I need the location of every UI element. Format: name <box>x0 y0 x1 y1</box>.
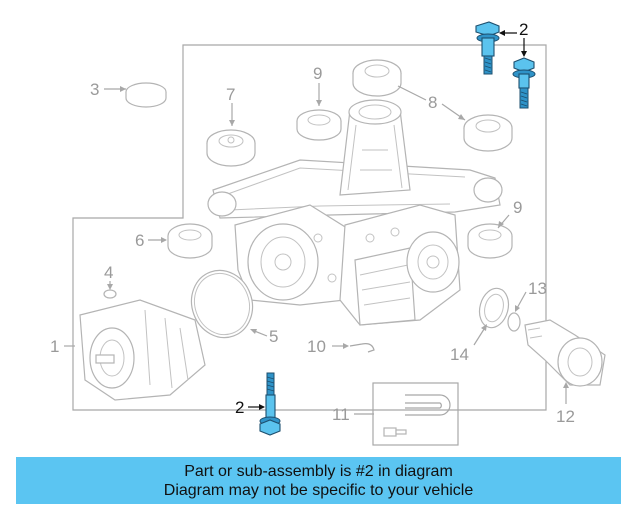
callout-11: 11 <box>332 405 350 424</box>
callout-2-bottom: 2 <box>235 398 244 417</box>
banner-line-disclaimer: Diagram may not be specific to your vehi… <box>163 481 474 499</box>
part-6-mount <box>167 223 213 259</box>
banner-line-part-number: Part or sub-assembly is #2 in diagram <box>184 462 453 480</box>
callout-12: 12 <box>556 407 575 426</box>
callout-9-right: 9 <box>513 198 522 217</box>
part-11-ubolt-kit <box>372 382 459 446</box>
part-3-washer <box>125 82 167 108</box>
differential-housing <box>207 99 503 326</box>
callout-10: 10 <box>307 337 326 356</box>
assembly-outline <box>72 44 547 411</box>
part-8-mount-right <box>463 114 513 152</box>
callout-3: 3 <box>90 80 99 99</box>
part-4-coupling-unit <box>79 289 206 401</box>
part-14-seal <box>478 287 510 329</box>
part-12-flange <box>524 319 606 387</box>
callout-8: 8 <box>428 93 437 112</box>
callout-9-top: 9 <box>313 64 322 83</box>
part-13-oring <box>507 312 521 332</box>
parts-diagram: 1 2 2 3 4 5 6 7 8 9 9 10 11 12 13 14 <box>50 20 606 446</box>
callout-1: 1 <box>50 337 59 356</box>
part-2-bolt-bottom <box>259 372 281 436</box>
part-10-clip <box>349 343 375 353</box>
callout-2-top: 2 <box>519 20 528 39</box>
callout-14: 14 <box>450 345 469 364</box>
callout-6: 6 <box>135 231 144 250</box>
part-9-mount-top <box>296 109 342 141</box>
part-2-bolt-top-left <box>475 21 500 75</box>
part-9-mount-right <box>467 223 513 259</box>
info-banner: Part or sub-assembly is #2 in diagram Di… <box>16 457 621 504</box>
part-7-mount <box>206 129 256 167</box>
callout-5: 5 <box>269 327 278 346</box>
callout-4: 4 <box>104 263 113 282</box>
callout-7: 7 <box>226 85 235 104</box>
part-5-gasket <box>190 269 254 339</box>
part-8-mount-left <box>352 59 402 97</box>
part-2-bolt-top-right <box>512 57 536 109</box>
callout-13: 13 <box>528 279 547 298</box>
